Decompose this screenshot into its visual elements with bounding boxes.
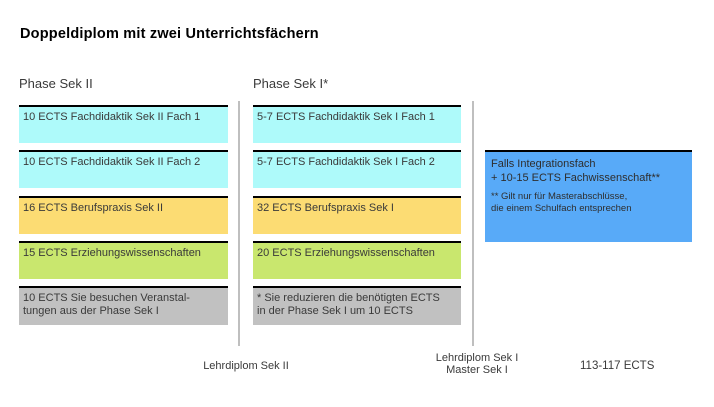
divider-lehrdiplom-sek1: [472, 101, 474, 346]
column-header-phase-sek1: Phase Sek I*: [253, 76, 329, 91]
box-veranstaltungen-sek1: 10 ECTS Sie besuchen Veranstal- tungen a…: [19, 286, 228, 325]
box-fachdidaktik-sek1-fach2: 5-7 ECTS Fachdidaktik Sek I Fach 2: [253, 150, 461, 188]
box-berufspraxis-sek1: 32 ECTS Berufspraxis Sek I: [253, 196, 461, 234]
box-erziehungswissenschaften-sek2: 15 ECTS Erziehungswissenschaften: [19, 241, 228, 279]
total-ects-label: 113-117 ECTS: [580, 360, 655, 372]
box-fachdidaktik-sek2-fach1: 10 ECTS Fachdidaktik Sek II Fach 1: [19, 105, 228, 143]
footer-lehrdiplom-sek2: Lehrdiplom Sek II: [203, 360, 289, 372]
integration-box-footnote: ** Gilt nur für Masterabschlüsse, die ei…: [491, 191, 632, 214]
box-fachdidaktik-sek2-fach2: 10 ECTS Fachdidaktik Sek II Fach 2: [19, 150, 228, 188]
column-header-phase-sek2: Phase Sek II: [19, 76, 93, 91]
box-erziehungswissenschaften-sek1: 20 ECTS Erziehungswissenschaften: [253, 241, 461, 279]
integration-box-main-text: Falls Integrationsfach + 10-15 ECTS Fach…: [491, 158, 661, 184]
footer-lehrdiplom-master-sek1: Lehrdiplom Sek I Master Sek I: [435, 352, 519, 376]
integration-box: Falls Integrationsfach + 10-15 ECTS Fach…: [485, 150, 692, 242]
page-title: Doppeldiplom mit zwei Unterrichtsfächern: [20, 26, 319, 42]
box-reduktion-hinweis: * Sie reduzieren die benötigten ECTS in …: [253, 286, 461, 325]
box-berufspraxis-sek2: 16 ECTS Berufspraxis Sek II: [19, 196, 228, 234]
divider-lehrdiplom-sek2: [238, 101, 240, 346]
box-fachdidaktik-sek1-fach1: 5-7 ECTS Fachdidaktik Sek I Fach 1: [253, 105, 461, 143]
